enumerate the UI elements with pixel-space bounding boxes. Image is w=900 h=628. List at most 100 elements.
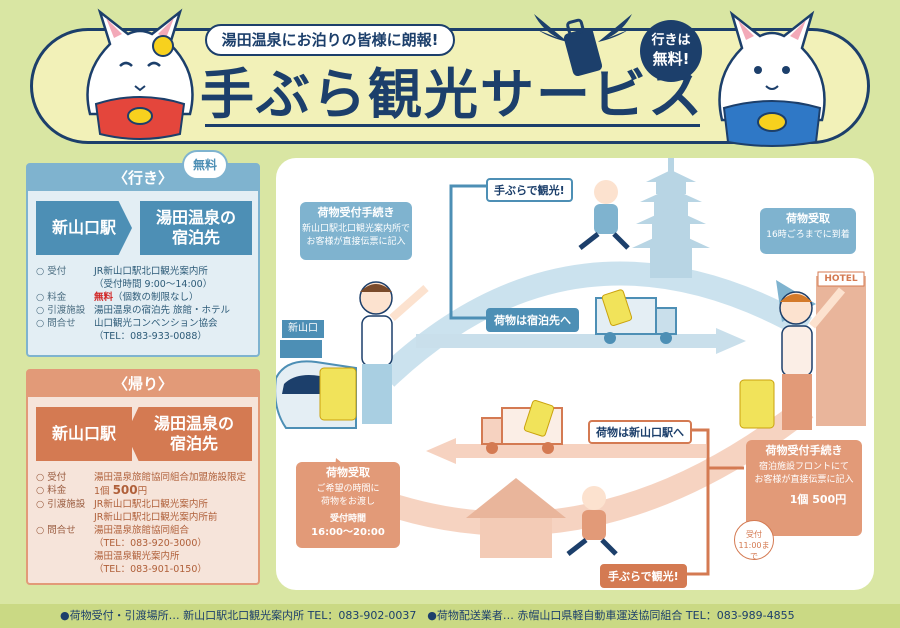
info-value-price: 500 [112,483,138,497]
inbound-to-line1: 湯田温泉の [153,414,234,433]
hotel-sign: HOTEL [824,274,858,284]
info-value-text: （TEL：083-901-0150） [94,564,207,575]
info-value: （受付時間 9:00〜14:00） [94,278,212,291]
page-title: 手ぶら観光サービス [200,63,704,126]
info-key [36,563,94,576]
free-badge-line1: 行きは [651,33,691,48]
info-value: 湯田温泉観光案内所 [94,550,180,563]
info-value: 湯田温泉旅館協同組合加盟施設限定 [94,471,246,484]
box-pickup-station-time: 16:00〜20:00 [311,527,385,538]
tag-sightsee-bottom: 手ぶらで観光! [600,564,687,588]
box-receive-inbound-title: 荷物受付手続き [765,444,843,457]
info-value-text: 湯田温泉旅館協同組合加盟施設限定 [94,472,247,483]
info-row: 湯田温泉観光案内所 [36,550,246,563]
info-value-text: （個数の制限なし） [113,292,199,303]
info-key: ○ 引渡施設 [36,499,86,510]
info-value-text: JR新山口駅北口観光案内所前 [94,512,218,523]
footer-contact: ●荷物受付・引渡場所… 新山口駅北口観光案内所 TEL：083-902-0037… [0,604,900,628]
info-value: 湯田温泉旅館協同組合 [94,524,189,537]
info-row: ○ 問合せ 山口観光コンベンション協会 [36,317,230,330]
info-key: ○ 問合せ [36,318,76,329]
info-value-text: 湯田温泉の宿泊先 旅館・ホテル [94,305,231,316]
box-pickup-station: 荷物受取 ご希望の時間に 荷物をお渡し 受付時間 16:00〜20:00 [296,462,400,548]
info-value-prefix: 1個 [94,486,113,497]
tag-sightsee-top: 手ぶらで観光! [486,178,573,202]
tag-to-hotel: 荷物は宿泊先へ [486,308,579,332]
info-row: ○ 引渡施設湯田温泉の宿泊先 旅館・ホテル [36,304,230,317]
inbound-panel: 〈帰り〉 新山口駅 湯田温泉の 宿泊先 ○ 受付湯田温泉旅館協同組合加盟施設限定… [26,369,260,585]
info-value: （TEL：083-933-0088） [94,330,207,343]
box-receive-inbound-line1: 宿泊施設フロントにて [758,462,849,472]
free-tag: 無料 [182,150,228,180]
info-value: JR新山口駅北口観光案内所 [94,265,208,278]
free-badge: 行きは 無料! [640,20,702,82]
outbound-to-line2: 宿泊先 [171,228,220,247]
outbound-info: ○ 受付 JR新山口駅北口観光案内所（受付時間 9:00〜14:00） ○ 料金 無料… [36,265,230,343]
box-pickup-hotel: 荷物受取 16時ごろまでに到着 [760,208,856,254]
info-row: （TEL：083-933-0088） [36,330,230,343]
info-key [36,537,94,550]
box-receive-inbound-price: 1個 500円 [789,493,847,506]
info-key [36,511,94,524]
flying-suitcase-icon [534,14,632,77]
box-pickup-hotel-line1: 16時ごろまでに到着 [766,230,850,240]
deadline-line2: 11:00まで [738,541,770,561]
info-value: （TEL：083-920-3000） [94,537,207,550]
inbound-to: 湯田温泉の 宿泊先 [126,407,252,461]
box-pickup-station-line1: ご希望の時間に [316,484,380,494]
service-flow-diagram: 新山口 HOTEL 荷物受付手続き 新山口駅北口観光案内所で お客様が直接伝票に… [276,158,874,590]
fox-mascot-right [718,10,826,147]
info-key [36,550,94,563]
info-value-text: （TEL：083-933-0088） [94,331,207,342]
tourist-left [319,281,429,424]
box-receive-outbound-line1: 新山口駅北口観光案内所で [301,224,410,234]
outbound-to: 湯田温泉の 宿泊先 [140,201,252,255]
deadline-badge: 受付 11:00まで [734,520,774,561]
info-key: ○ 問合せ [36,525,76,536]
flow-illustration [276,158,866,576]
info-row: （TEL：083-920-3000） [36,537,246,550]
info-value: 1個 500円 [94,484,147,498]
info-row: （受付時間 9:00〜14:00） [36,278,230,291]
info-key [36,330,94,343]
info-row: ○ 問合せ 湯田温泉旅館協同組合 [36,524,246,537]
info-value: 湯田温泉の宿泊先 旅館・ホテル [94,304,230,317]
info-key: ○ 料金 [36,292,67,303]
info-value-text: 円 [137,486,148,497]
free-badge-line2: 無料! [652,50,690,68]
info-key: ○ 料金 [36,485,67,496]
inbound-heading: 〈帰り〉 [28,371,258,397]
box-receive-outbound: 荷物受付手続き 新山口駅北口観光案内所で お客様が直接伝票に記入 [300,202,412,260]
info-value: 山口観光コンベンション協会 [94,317,218,330]
outbound-route: 新山口駅 湯田温泉の 宿泊先 [36,201,252,255]
tag-to-station: 荷物は新山口駅へ [588,420,692,444]
tourist-right [739,287,846,430]
inbound-to-line2: 宿泊先 [169,434,218,453]
box-receive-inbound-line2: お客様が直接伝票に記入 [754,475,854,485]
box-pickup-station-title: 荷物受取 [326,466,370,479]
info-row: JR新山口駅北口観光案内所前 [36,511,246,524]
title-underline [205,124,700,127]
info-value-highlight: 無料 [94,292,114,303]
info-value-text: （TEL：083-920-3000） [94,538,207,549]
info-value: 無料（個数の制限なし） [94,291,199,304]
info-row: ○ 料金 1個 500円 [36,484,246,498]
info-key [36,278,94,291]
box-receive-outbound-title: 荷物受付手続き [317,206,395,219]
info-key: ○ 受付 [36,266,67,277]
info-row: （TEL：083-901-0150） [36,563,246,576]
info-row: ○ 料金 無料（個数の制限なし） [36,291,230,304]
fox-mascot-left [86,8,194,140]
runner-bottom [566,486,618,556]
info-key: ○ 引渡施設 [36,305,86,316]
info-value-text: 湯田温泉観光案内所 [94,551,180,562]
header-subtitle: 湯田温泉にお泊りの皆様に朗報! [205,24,455,56]
info-value-text: 山口観光コンベンション協会 [94,318,218,329]
box-pickup-station-line2: 荷物をお渡し [320,497,375,507]
box-pickup-station-time-label: 受付時間 [329,514,366,524]
info-value-text: JR新山口駅北口観光案内所 [94,266,208,277]
deadline-line1: 受付 [746,530,762,539]
box-receive-outbound-line2: お客様が直接伝票に記入 [306,237,406,247]
inbound-route: 新山口駅 湯田温泉の 宿泊先 [36,407,252,461]
